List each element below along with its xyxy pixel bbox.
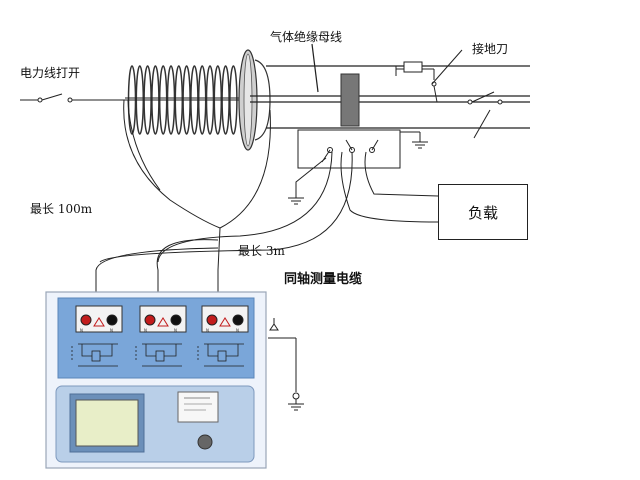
junction-box: [288, 129, 428, 205]
black-terminal[interactable]: [170, 314, 182, 326]
terminal-label: N: [206, 328, 209, 333]
black-terminal[interactable]: [106, 314, 118, 326]
load-leads: [340, 151, 439, 223]
max-length-short-label: 最长 3m: [238, 244, 285, 258]
power-knob: [197, 434, 213, 450]
coaxial-cable-label: 同轴测量电缆: [284, 272, 363, 287]
warning-triangle-icon: [157, 317, 169, 327]
warning-triangle-icon: [219, 317, 231, 327]
terminal-label: N: [110, 328, 113, 333]
channel-schematic: [71, 343, 118, 367]
terminal-label: N: [236, 328, 239, 333]
printer-slot: [177, 391, 219, 423]
gas-insulated-bus-label: 气体绝缘母线: [270, 30, 343, 44]
black-terminal[interactable]: [232, 314, 244, 326]
spacer-insulator: [340, 73, 360, 127]
instrument-ground: [268, 318, 304, 411]
power-line-open-label: 电力线打开: [20, 66, 81, 80]
terminal-label: N: [144, 328, 147, 333]
earthing-switch-label: 接地刀: [472, 42, 509, 56]
red-terminal[interactable]: [206, 314, 218, 326]
warning-triangle-icon: [93, 317, 105, 327]
gas-insulated-bus: [250, 43, 530, 129]
bushing-insulator: [125, 49, 271, 151]
max-length-long-label: 最长 100m: [30, 202, 93, 216]
red-terminal[interactable]: [80, 314, 92, 326]
load-box: 负载: [438, 184, 528, 240]
earthing-switch: [395, 49, 520, 139]
terminal-label: N: [80, 328, 83, 333]
load-label: 负载: [467, 203, 498, 222]
red-terminal[interactable]: [144, 314, 156, 326]
display-screen: [75, 399, 139, 447]
terminal-label: N: [174, 328, 177, 333]
channel-schematic: [197, 343, 244, 367]
channel-schematic: [135, 343, 182, 367]
measurement-cables: [95, 99, 353, 300]
power-line-switch: [20, 93, 125, 103]
